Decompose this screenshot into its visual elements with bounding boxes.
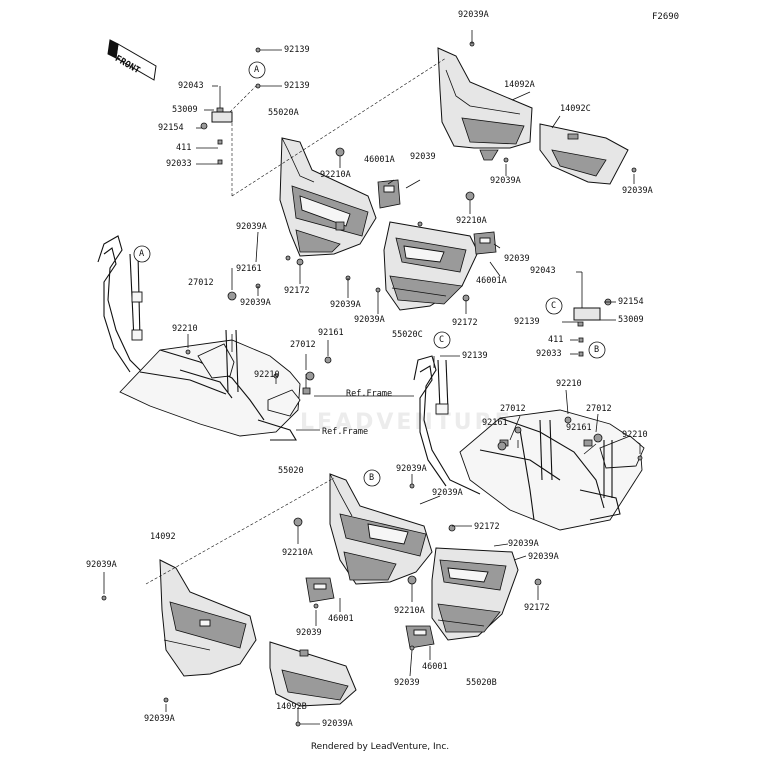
callout-c-frame: C	[439, 335, 445, 345]
front-arrow	[107, 39, 157, 81]
callout-a-frame: A	[139, 249, 145, 259]
callout-circles	[133, 61, 606, 487]
callout-a-top: A	[254, 65, 260, 75]
door-55020B	[431, 547, 519, 641]
part-label: 46001A	[476, 276, 507, 286]
part-label: 92210	[172, 324, 198, 334]
part-label: 92039A	[144, 714, 175, 724]
latch-46001A-top	[377, 179, 401, 209]
part-label: 92172	[284, 286, 310, 296]
part-label: 14092A	[504, 80, 535, 90]
part-label: 92039A	[354, 315, 385, 325]
part-label: 46001A	[364, 155, 395, 165]
part-label: 27012	[586, 404, 612, 414]
part-label: 92161	[318, 328, 344, 338]
part-label: 92039A	[322, 719, 353, 729]
part-label: 92161	[566, 423, 592, 433]
part-label: 92039A	[490, 176, 521, 186]
part-label: 92210A	[320, 170, 351, 180]
part-label: 92039A	[528, 552, 559, 562]
part-label: 92039A	[508, 539, 539, 549]
part-label: 46001	[422, 662, 448, 672]
panel-14092B	[269, 641, 357, 707]
latch-46001-right	[405, 625, 435, 649]
part-label: 92039A	[622, 186, 653, 196]
part-label: 92210A	[394, 606, 425, 616]
part-label: 92154	[618, 297, 644, 307]
part-label: 92039A	[86, 560, 117, 570]
part-label: 92043	[178, 81, 204, 91]
latch-46001A-center	[473, 231, 497, 255]
part-label: 92039	[394, 678, 420, 688]
callout-b-hinge: B	[594, 345, 600, 355]
door-55020	[329, 473, 433, 585]
part-label: 92161	[482, 418, 508, 428]
leader-lines	[103, 30, 641, 725]
part-label: 92039A	[236, 222, 267, 232]
part-label: 411	[176, 143, 192, 153]
panel-14092C	[539, 123, 629, 185]
part-label: 92210	[556, 379, 582, 389]
part-label: 92139	[462, 351, 488, 361]
part-label: 55020A	[268, 108, 299, 118]
part-label: 92172	[452, 318, 478, 328]
part-label: 92039	[504, 254, 530, 264]
part-label: 92210	[254, 370, 280, 380]
part-label: 92161	[236, 264, 262, 274]
part-label: 92139	[284, 45, 310, 55]
part-label: 92210A	[282, 548, 313, 558]
part-label: 92039	[410, 152, 436, 162]
part-label: 92039A	[330, 300, 361, 310]
door-55020C	[383, 221, 479, 311]
part-label: 55020	[278, 466, 304, 476]
part-label: 92210A	[456, 216, 487, 226]
part-label: Ref.Frame	[346, 389, 393, 399]
part-label: 92139	[514, 317, 540, 327]
part-label: 92154	[158, 123, 184, 133]
part-label: 92033	[166, 159, 192, 169]
part-label: 46001	[328, 614, 354, 624]
part-label: 411	[548, 335, 564, 345]
part-label: 92139	[284, 81, 310, 91]
door-55020A	[279, 137, 377, 257]
hinge-assembly-C	[573, 272, 612, 357]
callout-b-door: B	[369, 473, 375, 483]
part-label: 92172	[474, 522, 500, 532]
part-label: 55020C	[392, 330, 423, 340]
figure-code: F2690	[652, 12, 680, 22]
part-label: Ref.Frame	[322, 427, 369, 437]
part-label: 92172	[524, 603, 550, 613]
hinge-assembly-A	[200, 47, 261, 196]
part-label: 92039A	[432, 488, 463, 498]
part-label: 27012	[188, 278, 214, 288]
part-label: 14092	[150, 532, 176, 542]
part-label: 92210	[622, 430, 648, 440]
part-label: 92039	[296, 628, 322, 638]
frame-left	[97, 235, 311, 441]
part-label: 92039A	[396, 464, 427, 474]
latch-46001-left	[305, 577, 335, 603]
part-label: 27012	[290, 340, 316, 350]
frame-right	[413, 355, 645, 531]
part-label: 92039A	[240, 298, 271, 308]
panel-14092A	[437, 47, 533, 161]
watermark: LEADVENTURE	[300, 410, 513, 435]
callout-c-hinge: C	[551, 301, 557, 311]
part-label: 92039A	[458, 10, 489, 20]
part-label: 92043	[530, 266, 556, 276]
panel-14092	[159, 559, 257, 677]
part-label: 27012	[500, 404, 526, 414]
part-label: 53009	[618, 315, 644, 325]
part-label: 14092B	[276, 702, 307, 712]
part-label: 14092C	[560, 104, 591, 114]
footer-credit: Rendered by LeadVenture, Inc.	[310, 742, 450, 752]
part-label: 55020B	[466, 678, 497, 688]
part-label: 92033	[536, 349, 562, 359]
part-label: 53009	[172, 105, 198, 115]
